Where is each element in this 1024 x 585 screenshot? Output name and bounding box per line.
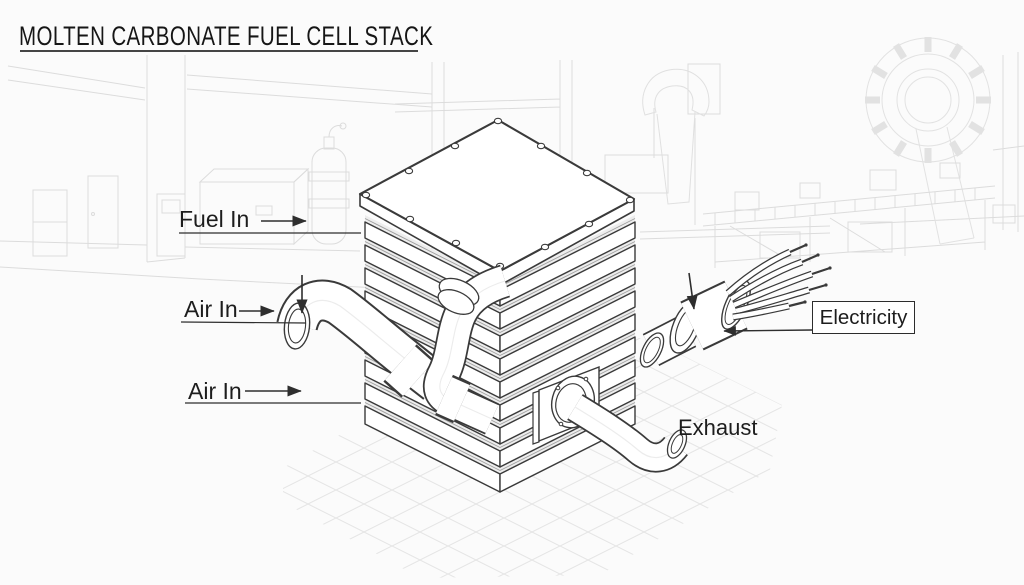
air-pipe-upper — [422, 264, 511, 435]
exhaust-assembly — [532, 365, 688, 473]
label-air-in-bottom: Air In — [188, 378, 242, 404]
label-air-in-top: Air In — [184, 296, 238, 322]
label-fuel-in: Fuel In — [179, 206, 250, 232]
diagram-title: MOLTEN CARBONATE FUEL CELL STACK — [19, 21, 434, 51]
label-electricity: Electricity — [819, 305, 908, 329]
door-sketch — [87, 175, 119, 249]
annotations — [20, 50, 813, 404]
label-electricity-box: Electricity — [812, 301, 915, 334]
workbench-sketch — [702, 162, 996, 268]
label-exhaust: Exhaust — [678, 415, 758, 440]
electricity-down-arrow — [686, 272, 698, 310]
air-in-top-leader — [180, 321, 307, 324]
exhaust-flange-side — [532, 390, 540, 445]
wrench-icon — [642, 68, 710, 205]
gear-icon — [865, 37, 991, 245]
exhaust-pipe — [567, 394, 688, 473]
gas-cylinder-sketch — [308, 122, 350, 245]
electricity-leader — [723, 325, 813, 336]
power-cable — [639, 243, 832, 368]
cable-wires — [725, 243, 832, 321]
